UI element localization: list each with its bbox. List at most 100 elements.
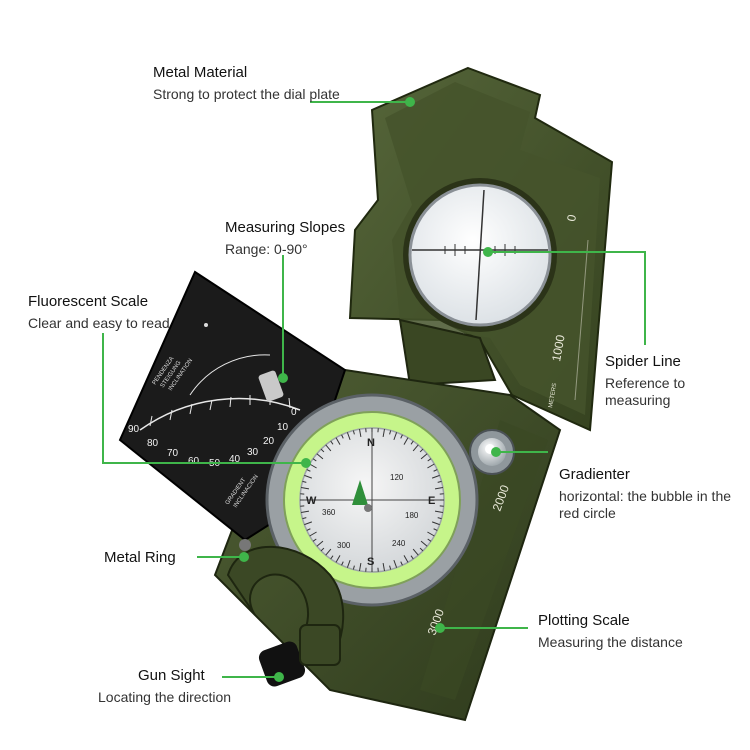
callout-measuring-slopes: Measuring Slopes Range: 0-90° <box>225 219 345 258</box>
dial-tick <box>403 555 409 563</box>
dial-tick <box>431 521 440 526</box>
dial-tick <box>410 440 414 445</box>
callout-desc: horizontal: the bubble in the red circle <box>559 487 732 522</box>
callout-plotting-scale: Plotting Scale Measuring the distance <box>538 612 683 651</box>
cardinal-n: N <box>367 437 375 449</box>
dial-tick <box>325 548 332 556</box>
clino-tick-60: 60 <box>188 456 200 467</box>
callout-metal-material: Metal Material Strong to protect the dia… <box>153 64 340 103</box>
dial-tick <box>359 429 362 438</box>
clino-tick-20: 20 <box>263 436 275 447</box>
lid-scale-0: 0 <box>564 213 579 222</box>
dial-tick <box>419 448 424 453</box>
dial-tick <box>437 480 442 483</box>
cardinal-w: W <box>306 495 317 507</box>
clino-tick-80: 80 <box>147 438 159 449</box>
callout-desc: Range: 0-90° <box>225 240 308 257</box>
dial-tick <box>309 531 317 537</box>
dial-tick <box>400 434 403 439</box>
dial-tick <box>403 437 409 445</box>
clino-tick-40: 40 <box>229 454 241 465</box>
dial-tick <box>382 562 385 571</box>
lid-scale-1000: 1000 <box>549 333 567 362</box>
degree-240: 240 <box>392 539 406 548</box>
callout-title: Metal Ring <box>104 549 176 566</box>
callout-title: Gun Sight <box>138 667 205 684</box>
degree-180: 180 <box>405 511 419 520</box>
callout-fluorescent-scale: Fluorescent Scale Clear and easy to read <box>28 293 170 332</box>
dial-tick <box>433 469 438 472</box>
spider-line-vertical <box>475 189 485 321</box>
lid-unit: METERS <box>548 383 558 409</box>
dial-tick <box>304 521 313 526</box>
sighting-mirror <box>403 178 557 332</box>
dial-tick <box>320 547 325 552</box>
callout-title: Spider Line <box>605 353 681 370</box>
dial-tick <box>330 440 334 445</box>
dial-tick <box>400 561 403 566</box>
cardinal-e: E <box>428 495 435 507</box>
callout-title: Fluorescent Scale <box>28 293 149 310</box>
dial-tick <box>302 480 307 483</box>
degree-120: 120 <box>390 473 404 482</box>
compass-dial: N E S W 120 180 240 300 360 <box>265 393 479 607</box>
callout-desc: Measuring the distance <box>538 633 683 650</box>
dial-tick <box>306 528 311 531</box>
callout-title: Measuring Slopes <box>225 219 346 236</box>
dial-tick <box>304 474 313 479</box>
callout-desc: Strong to protect the dial plate <box>153 85 340 102</box>
dial-tick <box>393 432 398 441</box>
dial-tick <box>320 448 325 453</box>
dial-tick <box>335 555 341 563</box>
callout-gradienter: Gradienter horizontal: the bubble in the… <box>559 466 739 523</box>
dial-tick <box>359 562 362 571</box>
dial-tick <box>437 517 442 520</box>
clino-tick-90: 90 <box>128 424 140 435</box>
dial-tick <box>420 540 428 547</box>
dial-tick <box>420 453 428 460</box>
dial-tick <box>352 430 355 435</box>
dial-tick <box>346 432 351 441</box>
dial-tick <box>346 559 351 568</box>
callout-desc: Reference to measuring <box>605 374 686 409</box>
lid-ruler <box>574 239 589 401</box>
dial-tick <box>434 487 443 490</box>
dial-tick <box>433 528 438 531</box>
dial-tick <box>341 561 344 566</box>
dial-tick <box>301 510 310 513</box>
cardinal-s: S <box>367 556 374 568</box>
callout-gun-sight: Gun Sight Locating the direction <box>98 667 231 706</box>
clino-tick-30: 30 <box>247 447 259 458</box>
dial-tick <box>335 437 341 445</box>
dial-tick <box>412 548 419 556</box>
dial-tick <box>312 458 317 462</box>
dial-tick <box>325 444 332 452</box>
dial-tick <box>352 565 355 570</box>
degree-360: 360 <box>322 508 336 517</box>
dial-tick <box>427 538 432 542</box>
dial-tick <box>427 458 432 462</box>
callout-desc: Clear and easy to read <box>28 314 170 331</box>
clino-tick-10: 10 <box>277 422 289 433</box>
dial-tick <box>393 559 398 568</box>
dial-tick <box>410 555 414 560</box>
dial-tick <box>309 463 317 469</box>
clino-tick-70: 70 <box>167 448 179 459</box>
degree-300: 300 <box>337 541 351 550</box>
dial-tick <box>419 547 424 552</box>
dial-tick <box>312 538 317 542</box>
dial-tick <box>306 469 311 472</box>
clino-tick-0: 0 <box>291 407 297 418</box>
dial-tick <box>330 555 334 560</box>
callout-spider-line: Spider Line Reference to measuring <box>605 353 725 410</box>
dial-tick <box>302 517 307 520</box>
callout-desc: Locating the direction <box>98 688 232 705</box>
dial-tick <box>427 531 435 537</box>
compass-needle <box>352 480 368 505</box>
callout-title: Metal Material <box>153 64 248 81</box>
callout-lines <box>102 97 646 682</box>
callout-title: Plotting Scale <box>538 612 630 629</box>
gun-sight <box>258 624 341 687</box>
dial-tick <box>427 463 435 469</box>
